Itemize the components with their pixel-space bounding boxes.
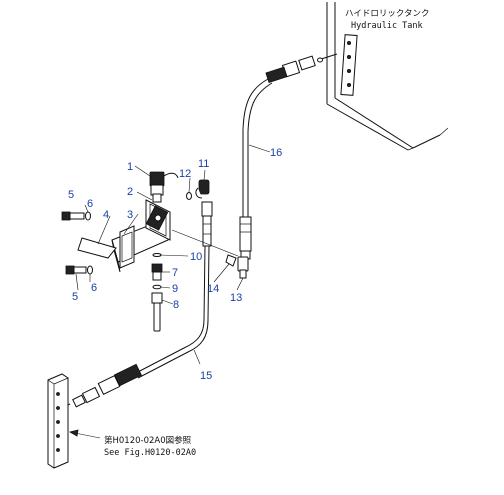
- oring-9: [152, 284, 162, 290]
- leader-lines: [75, 144, 271, 365]
- bolt-5-lower: [65, 265, 87, 275]
- callout-6-lower: 6: [91, 282, 97, 294]
- callout-2: 2: [127, 186, 133, 198]
- reference-note: 第H0120-02A0図参照 See Fig.H0120-02A0: [68, 429, 196, 458]
- callout-9: 9: [172, 283, 178, 295]
- callout-3: 3: [127, 209, 133, 221]
- callout-15: 15: [200, 370, 212, 382]
- bracket-assembly: [77, 199, 171, 273]
- washer-6-upper: [85, 211, 91, 221]
- callout-6-upper: 6: [87, 198, 93, 210]
- callout-14: 14: [207, 283, 219, 295]
- callout-4: 4: [103, 209, 109, 221]
- valve-1: [149, 171, 179, 203]
- reference-label-jp: 第H0120-02A0図参照: [104, 435, 192, 446]
- callout-5-upper: 5: [68, 189, 74, 201]
- callout-1: 1: [127, 161, 133, 173]
- reference-label-en: See Fig.H0120-02A0: [104, 448, 196, 458]
- callout-11: 11: [198, 158, 209, 170]
- distribution-block: [47, 373, 69, 469]
- callout-13: 13: [230, 292, 242, 304]
- callout-8: 8: [173, 299, 179, 311]
- callout-7: 7: [172, 267, 178, 279]
- callout-16: 16: [270, 147, 282, 159]
- oring-10: [152, 253, 162, 257]
- callout-10: 10: [190, 251, 202, 263]
- tank-label: ハイドロリックタンク Hydraulic Tank: [345, 9, 430, 31]
- tank-label-jp: ハイドロリックタンク: [345, 9, 430, 19]
- plug-14: [225, 254, 237, 267]
- fitting-12: [186, 192, 192, 200]
- elbow-11: [195, 179, 210, 199]
- washer-6-lower: [87, 265, 93, 275]
- elbow-13: [237, 256, 249, 279]
- callout-12: 12: [179, 168, 191, 180]
- callout-numbers: 1 2 3 4 5 5 6 6 7 8 9 10 11 12 13 14 15 …: [68, 147, 282, 382]
- bolt-5-upper: [61, 211, 85, 221]
- connector-7: [151, 263, 163, 281]
- callout-5-lower: 5: [72, 291, 78, 303]
- tank-label-en: Hydraulic Tank: [351, 21, 423, 31]
- tank-fitting-block: [340, 34, 358, 96]
- hydraulic-tank: [326, 2, 449, 151]
- hose-16: [239, 53, 338, 260]
- fitting-8: [151, 292, 163, 332]
